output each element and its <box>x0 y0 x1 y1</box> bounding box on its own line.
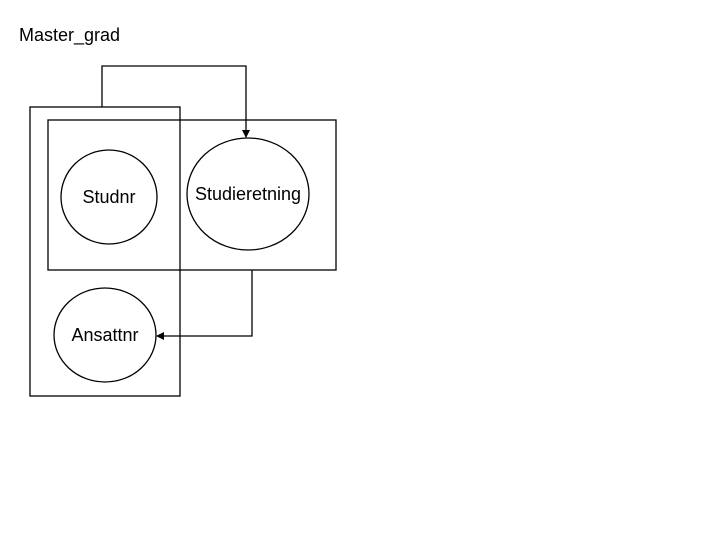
diagram-title: Master_grad <box>19 25 120 46</box>
studnr-ellipse <box>60 149 158 245</box>
determinant-group-box <box>47 119 337 271</box>
studieretning-ellipse <box>186 137 310 251</box>
studnr-label: Studnr <box>82 187 135 207</box>
ansattnr-label: Ansattnr <box>71 325 138 345</box>
key-group-box <box>29 106 181 397</box>
arrow-determinant-to-ansattnr <box>156 270 253 340</box>
studieretning-label: Studieretning <box>195 184 301 204</box>
arrow-key-to-studieretning <box>101 65 250 138</box>
